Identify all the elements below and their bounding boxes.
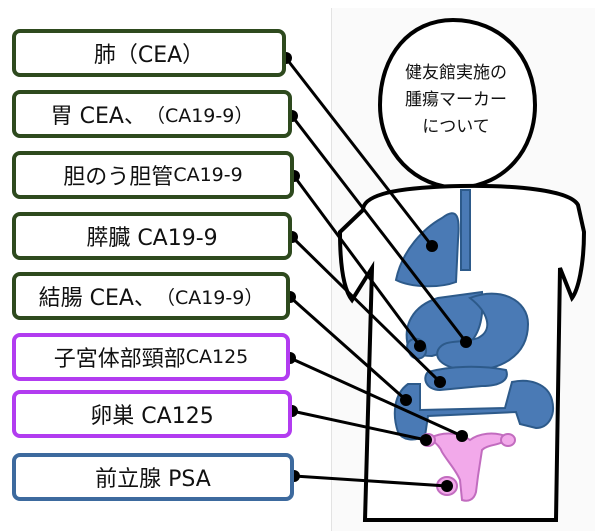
label-lung: 肺（CEA） [12, 29, 286, 77]
label-gallbladder: 胆のう胆管 CA19-9 [12, 151, 294, 199]
dot-gallbladder-organ [414, 340, 426, 352]
label-colon-main: 結腸 CEA、 [38, 286, 156, 311]
trachea-shape [460, 189, 471, 271]
label-lung-main: 肺（CEA） [93, 43, 205, 68]
line-uterus [289, 356, 463, 438]
label-pancreas: 膵臓 CA19-9 [12, 212, 292, 260]
label-prostate-main: 前立腺 PSA [95, 467, 211, 492]
label-gallbladder-main: 胆のう胆管 [63, 165, 174, 190]
label-stomach: 胃 CEA、 （CA19-9） [12, 90, 292, 138]
line-stomach [290, 115, 468, 343]
ovary-right-shape [500, 433, 516, 447]
line-prostate [293, 474, 448, 488]
label-prostate: 前立腺 PSA [12, 453, 294, 501]
label-ovary: 卵巣 CA125 [12, 390, 292, 438]
head-line-1: 健友館実施の [405, 63, 507, 83]
label-ovary-main: 卵巣 CA125 [90, 404, 214, 429]
line-colon [289, 295, 407, 402]
label-stomach-sub: （CA19-9） [145, 104, 254, 127]
head-line-2: 腫瘍マーカー [405, 90, 507, 110]
line-ovary [291, 409, 427, 442]
dot-uterus-organ [456, 430, 468, 442]
dot-prostate-organ [441, 480, 453, 492]
dot-ovary-organ [420, 434, 432, 446]
head-caption: 健友館実施の 腫瘍マーカー について [381, 60, 531, 141]
label-uterus: 子宮体部頸部 CA125 [12, 333, 290, 381]
line-gallbladder [292, 175, 422, 347]
line-pancreas [290, 235, 442, 384]
label-uterus-sub: CA125 [185, 346, 249, 368]
uterus-shape [428, 432, 512, 502]
label-pancreas-main: 膵臓 CA19-9 [86, 226, 218, 251]
head-line-3: について [422, 117, 490, 137]
line-lung [284, 57, 434, 247]
label-stomach-main: 胃 CEA、 [50, 104, 146, 129]
label-uterus-main: 子宮体部頸部 [53, 347, 186, 372]
pancreas-shape [424, 365, 508, 392]
label-gallbladder-sub: CA19-9 [173, 164, 243, 186]
label-colon: 結腸 CEA、 （CA19-9） [12, 272, 290, 320]
dot-lung-organ [426, 240, 438, 252]
label-colon-sub: （CA19-9） [155, 286, 264, 309]
dot-colon-organ [400, 394, 412, 406]
dot-stomach-organ [460, 336, 472, 348]
dot-pancreas-organ [434, 376, 446, 388]
